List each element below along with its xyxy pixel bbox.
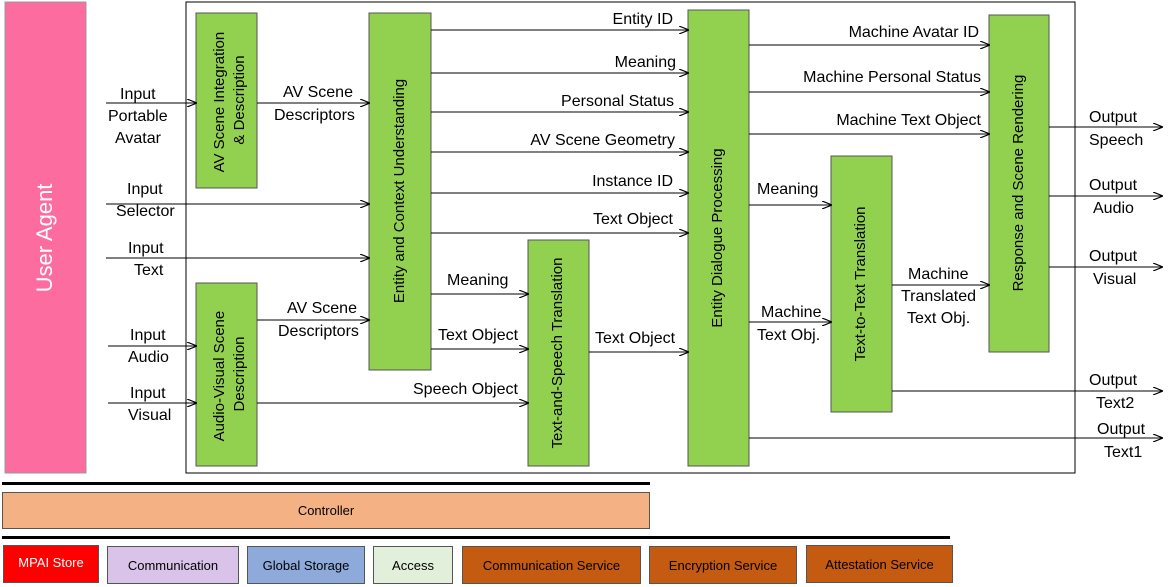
flow-label-av-descriptors-bottom: AV Scene Descriptors — [278, 300, 361, 340]
flow-label-machine-avatar-id: Machine Avatar ID — [849, 24, 979, 41]
svg-text:Text-to-Text Translation: Text-to-Text Translation — [852, 206, 869, 361]
svg-text:Response and Scene Rendering: Response and Scene Rendering — [1010, 75, 1027, 292]
svg-text:Text-and-Speech Translation: Text-and-Speech Translation — [549, 258, 566, 449]
flow-arrows — [106, 30, 1162, 438]
flow-label-meaning-ttt: Meaning — [757, 181, 818, 198]
input-label-selector: Input Selector — [116, 181, 175, 220]
communication-service-box: Communication Service — [462, 546, 641, 584]
input-label-portable-avatar: Input Portable Avatar — [108, 86, 172, 147]
flow-label-meaning-tst: Meaning — [447, 272, 508, 289]
output-label-text1: Output Text1 — [1097, 421, 1149, 461]
flow-label-text-object-ecu: Text Object — [593, 211, 674, 228]
svg-text:AV Scene Integration & D: AV Scene Integration & Description — [211, 28, 248, 173]
module-audio-visual-scene: Audio-Visual Scene Description — [195, 282, 258, 467]
svg-text:Entity Dialogue Processing: Entity Dialogue Processing — [709, 148, 726, 327]
svg-text:Audio-Visual Scene Descr: Audio-Visual Scene Description — [211, 307, 248, 442]
global-storage-box: Global Storage — [247, 546, 365, 584]
module-av-scene-integration: AV Scene Integration & Description — [195, 12, 258, 189]
module-response-scene: Response and Scene Rendering — [988, 14, 1050, 353]
output-label-speech: Output Speech — [1089, 109, 1143, 149]
input-label-text: Input Text — [128, 240, 168, 279]
flow-label-meaning-ecu: Meaning — [615, 54, 676, 71]
module-label-line: Description — [231, 336, 248, 411]
flow-label-machine-text-obj: Machine Text Obj. — [757, 304, 826, 344]
controller-divider — [2, 482, 650, 485]
input-label-visual: Input Visual — [128, 385, 171, 424]
flow-label-machine-text-object: Machine Text Object — [836, 112, 981, 129]
module-label-line: AV Scene Integration — [211, 32, 228, 173]
flow-label-speech-object: Speech Object — [413, 381, 519, 398]
flow-label-entity-id: Entity ID — [613, 11, 673, 28]
flow-label-machine-translated: Machine Translated Text Obj. — [901, 266, 980, 327]
module-entity-context: Entity and Context Understanding — [368, 12, 432, 371]
module-entity-dialogue: Entity Dialogue Processing — [687, 9, 750, 467]
module-text-speech-translation: Text-and-Speech Translation — [527, 239, 590, 467]
output-label-text2: Output Text2 — [1089, 372, 1141, 412]
user-agent-box — [4, 1, 87, 474]
mpai-store-box: MPAI Store — [3, 545, 99, 583]
aiw-frame — [185, 1, 1076, 474]
user-agent-label: User Agent — [32, 184, 57, 293]
services-divider — [2, 536, 950, 539]
attestation-service-box: Attestation Service — [806, 545, 953, 583]
flow-label-machine-personal-status: Machine Personal Status — [803, 69, 981, 86]
flow-label-personal-status: Personal Status — [561, 93, 674, 110]
flow-label-av-descriptors-top: AV Scene Descriptors — [274, 84, 357, 124]
svg-text:Entity and Context Understandi: Entity and Context Understanding — [391, 79, 408, 303]
output-label-visual: Output Visual — [1089, 248, 1141, 288]
input-label-audio: Input Audio — [128, 327, 170, 366]
module-label-line: Audio-Visual Scene — [211, 311, 228, 442]
module-label-line: & Description — [231, 55, 248, 144]
communication-box: Communication — [107, 546, 239, 584]
flow-label-text-object-tst: Text Object — [438, 327, 519, 344]
flow-label-instance-id: Instance ID — [592, 173, 673, 190]
module-text-text-translation: Text-to-Text Translation — [830, 155, 893, 413]
flow-label-av-scene-geometry: AV Scene Geometry — [530, 132, 675, 149]
encryption-service-box: Encryption Service — [649, 546, 797, 584]
controller-bar: Controller — [2, 492, 650, 529]
access-box: Access — [373, 546, 453, 584]
flow-label-text-object-edp: Text Object — [595, 330, 676, 347]
output-label-audio: Output Audio — [1089, 177, 1141, 217]
